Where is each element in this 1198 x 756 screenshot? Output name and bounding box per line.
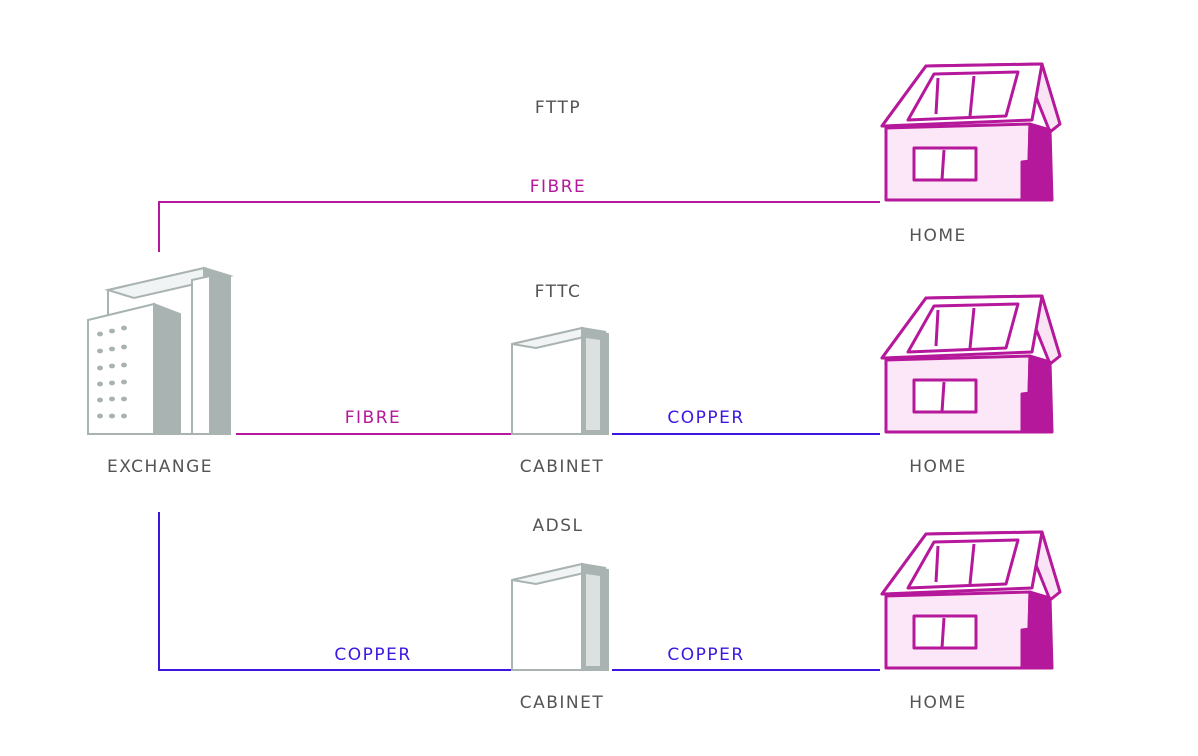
exchange-label: EXCHANGE — [106, 457, 214, 477]
adsl-title: ADSL — [532, 516, 584, 536]
fttc-copper-label: COPPER — [667, 408, 745, 428]
office-building-icon — [87, 266, 234, 435]
adsl-home-label: HOME — [909, 693, 967, 713]
house-icon — [880, 294, 1062, 434]
house-icon — [880, 62, 1062, 202]
adsl-cabinet-label: CABINET — [519, 693, 605, 713]
adsl-copper-label-2: COPPER — [667, 645, 745, 665]
adsl-copper-label-1: COPPER — [334, 645, 412, 665]
street-cabinet-icon — [511, 562, 609, 671]
fttc-title: FTTC — [534, 282, 582, 302]
fttc-fibre-label: FIBRE — [344, 408, 402, 428]
fttc-home-label: HOME — [909, 457, 967, 477]
adsl-copper-line-1 — [158, 512, 512, 671]
street-cabinet-icon — [511, 326, 609, 435]
house-icon — [880, 530, 1062, 670]
fttp-title: FTTP — [534, 98, 582, 118]
fttc-cabinet-label: CABINET — [519, 457, 605, 477]
fttp-fibre-label: FIBRE — [529, 177, 587, 197]
fttp-fibre-line — [158, 201, 880, 252]
fttp-home-label: HOME — [909, 226, 967, 246]
